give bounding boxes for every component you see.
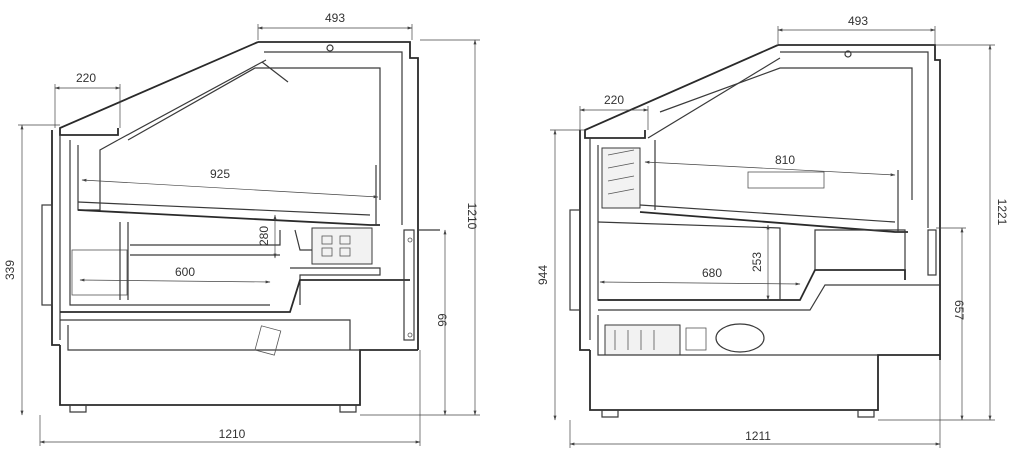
left-rear-frame	[258, 41, 419, 350]
left-dim-top-width: 493	[325, 11, 345, 25]
right-compressor	[604, 324, 681, 356]
right-fan-icon	[715, 323, 765, 353]
right-lamp-icon	[844, 50, 852, 58]
left-dim-inner-depth: 925	[210, 167, 230, 181]
right-inner-frame	[780, 51, 929, 228]
right-front-wall	[579, 130, 590, 351]
right-dim-total-width: 1211	[745, 429, 771, 443]
left-dimensions: 493 220 925 280 600 339 1210	[3, 11, 480, 446]
left-dim-shelf-gap: 280	[257, 226, 271, 246]
left-dim-front-depth: 220	[76, 71, 96, 85]
left-dim-base-height: 66	[435, 313, 449, 327]
left-inner-frame	[264, 51, 403, 225]
left-dim-left-height: 339	[3, 260, 17, 280]
left-base	[59, 345, 418, 406]
left-front-wall	[51, 130, 60, 346]
left-dim-shelf-depth: 600	[175, 265, 195, 279]
right-showcase-drawing: 493 220 810 253 680 944 1221	[536, 14, 1009, 448]
left-foot-icon	[339, 405, 357, 413]
left-dim-total-height: 1210	[465, 203, 479, 230]
left-shelf	[77, 209, 380, 226]
right-dim-top-width: 493	[848, 14, 868, 28]
left-lamp-icon	[326, 44, 334, 52]
right-base	[589, 350, 940, 411]
right-foot-icon	[857, 410, 875, 418]
right-dim-front-depth: 220	[604, 93, 624, 107]
right-dim-base-height: 657	[952, 300, 966, 320]
left-showcase-drawing: 493 220 925 280 600 339 1210	[3, 11, 480, 446]
right-label-plate	[747, 171, 825, 189]
right-top-glass	[584, 44, 779, 139]
right-evaporator	[601, 147, 641, 209]
left-top-glass	[59, 41, 259, 136]
left-foot-icon	[69, 405, 87, 413]
right-dim-shelf-depth: 680	[702, 266, 722, 280]
right-dim-inner-depth: 810	[775, 153, 795, 167]
right-rear-frame	[778, 44, 941, 360]
right-dim-left-height: 944	[536, 265, 550, 285]
right-shelf	[639, 211, 908, 233]
right-dim-shelf-gap: 253	[750, 252, 764, 272]
right-foot-icon	[601, 410, 619, 418]
right-dimensions: 493 220 810 253 680 944 1221	[536, 14, 1009, 448]
right-dim-total-height: 1221	[995, 199, 1009, 226]
left-cooling-unit	[311, 227, 373, 265]
left-dim-total-width: 1210	[219, 427, 246, 441]
